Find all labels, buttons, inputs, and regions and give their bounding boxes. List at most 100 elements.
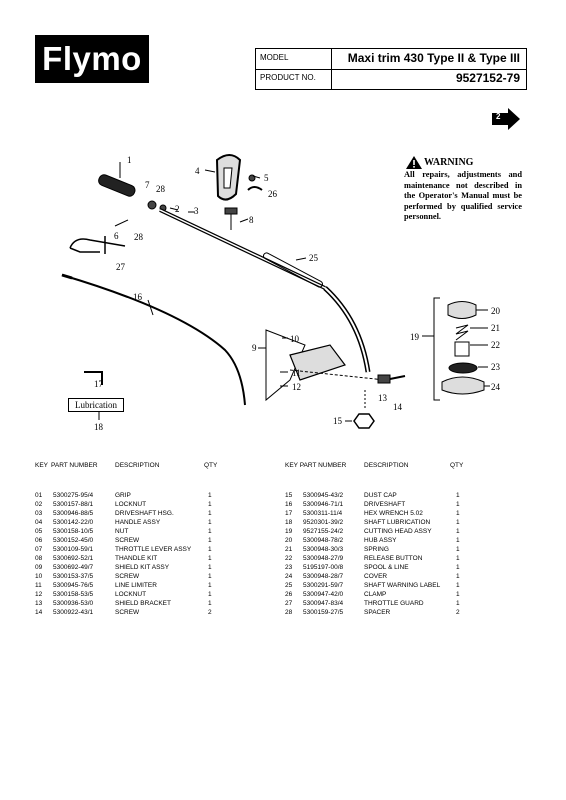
- cover-part: [441, 376, 485, 395]
- description-cell: HEX WRENCH 5.02: [364, 510, 423, 517]
- part-number-cell: 5300936-53/0: [53, 600, 94, 607]
- model-label: MODEL: [260, 53, 289, 62]
- description-cell: SHAFT WARNING LABEL: [364, 582, 441, 589]
- part-number-cell: 5300158-10/5: [53, 528, 94, 535]
- product-row: PRODUCT NO. 9527152-79: [256, 69, 526, 89]
- part-number-cell: 5300157-88/1: [53, 501, 94, 508]
- key-cell: 19: [285, 528, 293, 535]
- qty-cell: 1: [208, 555, 212, 562]
- spring-part: [455, 324, 469, 341]
- callout-3: 3: [194, 206, 199, 216]
- description-cell: NUT: [115, 528, 129, 535]
- spool-part: [448, 362, 478, 374]
- part-number-cell: 5300948-27/9: [303, 555, 344, 562]
- description-cell: SCREW: [115, 573, 140, 580]
- qty-cell: 1: [208, 546, 212, 553]
- callout-27: 27: [116, 262, 126, 272]
- header-description: DESCRIPTION: [364, 462, 409, 469]
- driveshaft-housing-highlight: [159, 209, 326, 289]
- warning-body: All repairs, adjustments and maintenance…: [404, 170, 522, 221]
- leader-line: [252, 175, 261, 179]
- part-number-cell: 9520301-39/2: [303, 519, 344, 526]
- qty-cell: 1: [456, 600, 460, 607]
- model-value: Maxi trim 430 Type II & Type III: [347, 51, 520, 65]
- driveshaft-tip: [61, 273, 73, 280]
- callout-28-upper: 28: [156, 184, 166, 194]
- lubrication-label: Lubrication: [68, 398, 124, 412]
- grip-part: [98, 174, 136, 197]
- callout-7: 7: [145, 180, 150, 190]
- key-cell: 03: [35, 510, 43, 517]
- leader-line: [239, 218, 249, 223]
- description-cell: HANDLE ASSY: [115, 519, 161, 526]
- description-cell: DRIVESHAFT HSG.: [115, 510, 174, 517]
- bracket-line: [433, 297, 440, 401]
- description-cell: HUB ASSY: [364, 537, 397, 544]
- part-number-cell: 5195197-00/8: [303, 564, 344, 571]
- description-cell: LINE LIMITER: [115, 582, 157, 589]
- description-cell: CUTTING HEAD ASSY: [364, 528, 432, 535]
- description-cell: THROTTLE GUARD: [364, 600, 424, 607]
- header-divider: [331, 49, 332, 89]
- callout-23: 23: [491, 362, 501, 372]
- header-qty: QTY: [204, 462, 218, 469]
- header-key: KEY: [35, 462, 49, 469]
- description-cell: SHIELD KIT ASSY: [115, 564, 170, 571]
- header-description: DESCRIPTION: [115, 462, 160, 469]
- key-cell: 17: [285, 510, 293, 517]
- throttle-guard-part: [69, 236, 126, 254]
- qty-cell: 1: [208, 591, 212, 598]
- handle-opening: [223, 167, 233, 189]
- part-number-cell: 5300692-52/1: [53, 555, 94, 562]
- part-number-cell: 5300291-59/7: [303, 582, 344, 589]
- qty-cell: 1: [208, 537, 212, 544]
- key-cell: 06: [35, 537, 43, 544]
- warning-title: WARNING: [424, 157, 474, 168]
- key-cell: 04: [35, 519, 43, 526]
- key-cell: 23: [285, 564, 293, 571]
- qty-cell: 1: [208, 582, 212, 589]
- part-number-cell: 5300153-37/5: [53, 573, 94, 580]
- part-number-cell: 5300311-11/4: [303, 510, 343, 517]
- part-number-cell: 5300945-76/5: [53, 582, 94, 589]
- key-cell: 14: [35, 609, 43, 616]
- page-badge: 2: [492, 108, 520, 130]
- leader-line: [295, 257, 307, 261]
- table-row: 19 9527155-24/2 CUTTING HEAD ASSY 1: [285, 528, 515, 537]
- key-cell: 22: [285, 555, 293, 562]
- description-cell: DRIVESHAFT: [364, 501, 406, 508]
- arrow-right-icon: [492, 108, 520, 130]
- leader-line: [147, 299, 154, 316]
- part-number-cell: 9527155-24/2: [303, 528, 344, 535]
- leader-line: [114, 219, 129, 227]
- callout-22: 22: [491, 340, 500, 350]
- warning-icon: [406, 156, 422, 169]
- shield-bracket-part: [289, 344, 346, 381]
- part-number-cell: 5300109-59/1: [53, 546, 94, 553]
- hub-part: [447, 301, 477, 319]
- qty-cell: 1: [456, 528, 460, 535]
- part-number-cell: 5300947-42/0: [303, 591, 344, 598]
- qty-cell: 1: [456, 573, 460, 580]
- description-cell: DUST CAP: [364, 492, 397, 499]
- part-number-cell: 5300922-43/1: [53, 609, 94, 616]
- key-cell: 15: [285, 492, 293, 499]
- warning-box: WARNING All repairs, adjustments and mai…: [404, 156, 522, 223]
- callout-11: 11: [292, 368, 301, 378]
- description-cell: SCREW: [115, 537, 140, 544]
